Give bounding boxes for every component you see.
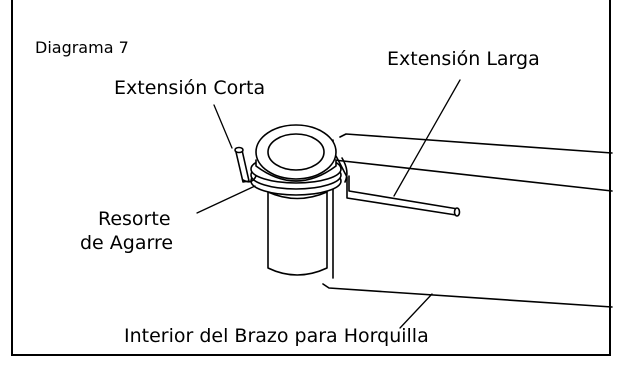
spring-post [267,191,328,276]
fork-arm [322,133,613,308]
short-extension-rod [234,146,257,183]
label-short-extension: Extensión Corta [114,77,266,99]
leader-grip-spring [196,185,256,214]
leader-fork-arm-interior [399,293,433,329]
label-fork-arm-interior: Interior del Brazo para Horquilla [124,325,429,347]
post-cap [255,124,337,182]
long-extension-rod [335,155,461,217]
diagram-title: Diagrama 7 [35,38,129,57]
label-grip-spring-line2: de Agarre [80,232,174,254]
leader-lines [196,79,461,329]
label-grip-spring-line1: Resorte [98,208,171,230]
leader-long-extension [393,79,461,197]
label-long-extension: Extensión Larga [387,48,540,70]
leader-short-extension [213,104,233,149]
diagram-frame [11,0,611,356]
